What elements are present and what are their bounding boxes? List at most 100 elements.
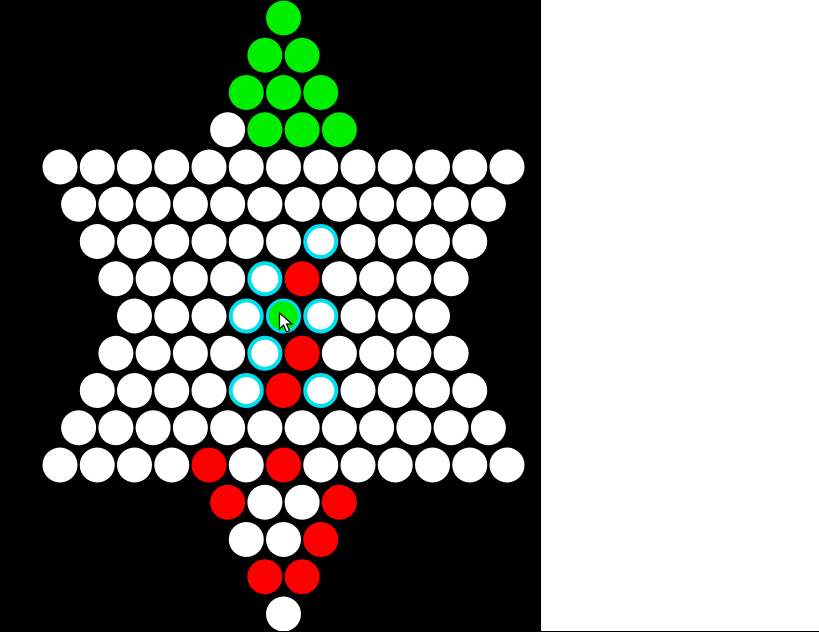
board-hole-r6-c8[interactable] (377, 224, 413, 259)
board-hole-r9-c3[interactable] (210, 335, 246, 371)
board-hole-r9-c2[interactable] (172, 335, 208, 371)
board-hole-r7-c9[interactable] (433, 261, 469, 297)
board-hole-r12-c8[interactable] (340, 447, 376, 483)
board-hole-r12-c9[interactable] (377, 447, 413, 483)
board-hole-r11-c7[interactable] (321, 410, 357, 446)
board-hole-r11-c10[interactable] (433, 410, 469, 446)
board-hole-r16-c0[interactable] (266, 596, 301, 632)
board-hole-r6-c5[interactable] (266, 224, 301, 259)
board-hole-r10-c8[interactable] (377, 373, 413, 408)
red-piece-r10-c5[interactable] (266, 373, 301, 408)
board-hole-r12-c2[interactable] (117, 447, 152, 483)
board-hole-r11-c9[interactable] (396, 410, 432, 446)
board-hole-r11-c2[interactable] (135, 410, 171, 446)
valid-move-hole-r10-c6[interactable] (303, 373, 339, 408)
board-hole-r6-c0[interactable] (79, 224, 115, 259)
board-hole-r12-c5[interactable] (228, 447, 264, 483)
board-hole-r4-c3[interactable] (154, 149, 190, 185)
board-hole-r12-c12[interactable] (489, 447, 525, 483)
board-hole-r4-c10[interactable] (415, 149, 450, 185)
board-hole-r5-c5[interactable] (247, 186, 283, 222)
board-hole-r6-c4[interactable] (228, 224, 264, 259)
board-hole-r5-c3[interactable] (172, 186, 208, 222)
green-piece-r0-c0[interactable] (266, 0, 301, 36)
board-hole-r11-c4[interactable] (210, 410, 246, 446)
valid-move-hole-r8-c5[interactable] (303, 298, 339, 334)
board-hole-r9-c1[interactable] (135, 335, 171, 371)
board-hole-r4-c2[interactable] (117, 149, 152, 185)
board-hole-r7-c6[interactable] (321, 261, 357, 297)
red-piece-r9-c5[interactable] (284, 335, 320, 371)
board-hole-r4-c4[interactable] (191, 149, 227, 185)
green-piece-r3-c2[interactable] (284, 112, 320, 148)
board-hole-r12-c7[interactable] (303, 447, 339, 483)
board-hole-r8-c8[interactable] (415, 298, 450, 334)
board-hole-r11-c3[interactable] (172, 410, 208, 446)
board-hole-r10-c9[interactable] (415, 373, 450, 408)
board-hole-r5-c11[interactable] (470, 186, 506, 222)
board-hole-r8-c7[interactable] (377, 298, 413, 334)
red-piece-r15-c0[interactable] (247, 559, 283, 595)
board-hole-r11-c5[interactable] (247, 410, 283, 446)
red-piece-r7-c5[interactable] (284, 261, 320, 297)
board-hole-r5-c6[interactable] (284, 186, 320, 222)
board-hole-r3-c0[interactable] (210, 112, 246, 148)
board-hole-r10-c0[interactable] (79, 373, 115, 408)
board-hole-r8-c0[interactable] (117, 298, 152, 334)
board-hole-r4-c9[interactable] (377, 149, 413, 185)
red-piece-r13-c0[interactable] (210, 484, 246, 520)
board-hole-r5-c10[interactable] (433, 186, 469, 222)
green-piece-r3-c3[interactable] (321, 112, 357, 148)
board-hole-r9-c8[interactable] (396, 335, 432, 371)
board-hole-r6-c9[interactable] (415, 224, 450, 259)
green-piece-r1-c1[interactable] (284, 37, 320, 73)
board-hole-r6-c2[interactable] (154, 224, 190, 259)
board-hole-r12-c3[interactable] (154, 447, 190, 483)
board-hole-r7-c8[interactable] (396, 261, 432, 297)
board-hole-r4-c7[interactable] (303, 149, 339, 185)
green-piece-r2-c2[interactable] (303, 75, 339, 110)
board-hole-r9-c9[interactable] (433, 335, 469, 371)
board-hole-r10-c3[interactable] (191, 373, 227, 408)
board-hole-r9-c6[interactable] (321, 335, 357, 371)
board-hole-r8-c2[interactable] (191, 298, 227, 334)
board-hole-r6-c7[interactable] (340, 224, 376, 259)
board-hole-r7-c3[interactable] (210, 261, 246, 297)
board-hole-r5-c2[interactable] (135, 186, 171, 222)
red-piece-r14-c2[interactable] (303, 522, 339, 557)
board-hole-r4-c1[interactable] (79, 149, 115, 185)
green-piece-r2-c1[interactable] (266, 75, 301, 110)
board-hole-r9-c7[interactable] (359, 335, 395, 371)
red-piece-r15-c1[interactable] (284, 559, 320, 595)
board-hole-r4-c0[interactable] (42, 149, 78, 185)
valid-move-hole-r9-c4[interactable] (247, 335, 283, 371)
board-hole-r5-c9[interactable] (396, 186, 432, 222)
board-hole-r8-c1[interactable] (154, 298, 190, 334)
board-hole-r8-c6[interactable] (340, 298, 376, 334)
board-hole-r10-c10[interactable] (452, 373, 488, 408)
board-hole-r4-c8[interactable] (340, 149, 376, 185)
board-hole-r4-c5[interactable] (228, 149, 264, 185)
valid-move-hole-r6-c6[interactable] (303, 224, 339, 259)
board-hole-r14-c0[interactable] (228, 522, 264, 557)
board-hole-r4-c6[interactable] (266, 149, 301, 185)
board-hole-r7-c0[interactable] (98, 261, 134, 297)
board-hole-r6-c3[interactable] (191, 224, 227, 259)
board-hole-r4-c12[interactable] (489, 149, 525, 185)
board-hole-r14-c1[interactable] (266, 522, 301, 557)
board-hole-r10-c7[interactable] (340, 373, 376, 408)
board-hole-r13-c2[interactable] (284, 484, 320, 520)
board-hole-r12-c11[interactable] (452, 447, 488, 483)
board-hole-r5-c4[interactable] (210, 186, 246, 222)
valid-move-hole-r10-c4[interactable] (228, 373, 264, 408)
green-piece-r3-c1[interactable] (247, 112, 283, 148)
board-hole-r7-c1[interactable] (135, 261, 171, 297)
board-hole-r12-c0[interactable] (42, 447, 78, 483)
board-hole-r5-c8[interactable] (359, 186, 395, 222)
board-hole-r9-c0[interactable] (98, 335, 134, 371)
board-hole-r10-c2[interactable] (154, 373, 190, 408)
board-hole-r6-c1[interactable] (117, 224, 152, 259)
board-hole-r11-c6[interactable] (284, 410, 320, 446)
board-hole-r4-c11[interactable] (452, 149, 488, 185)
board-hole-r10-c1[interactable] (117, 373, 152, 408)
